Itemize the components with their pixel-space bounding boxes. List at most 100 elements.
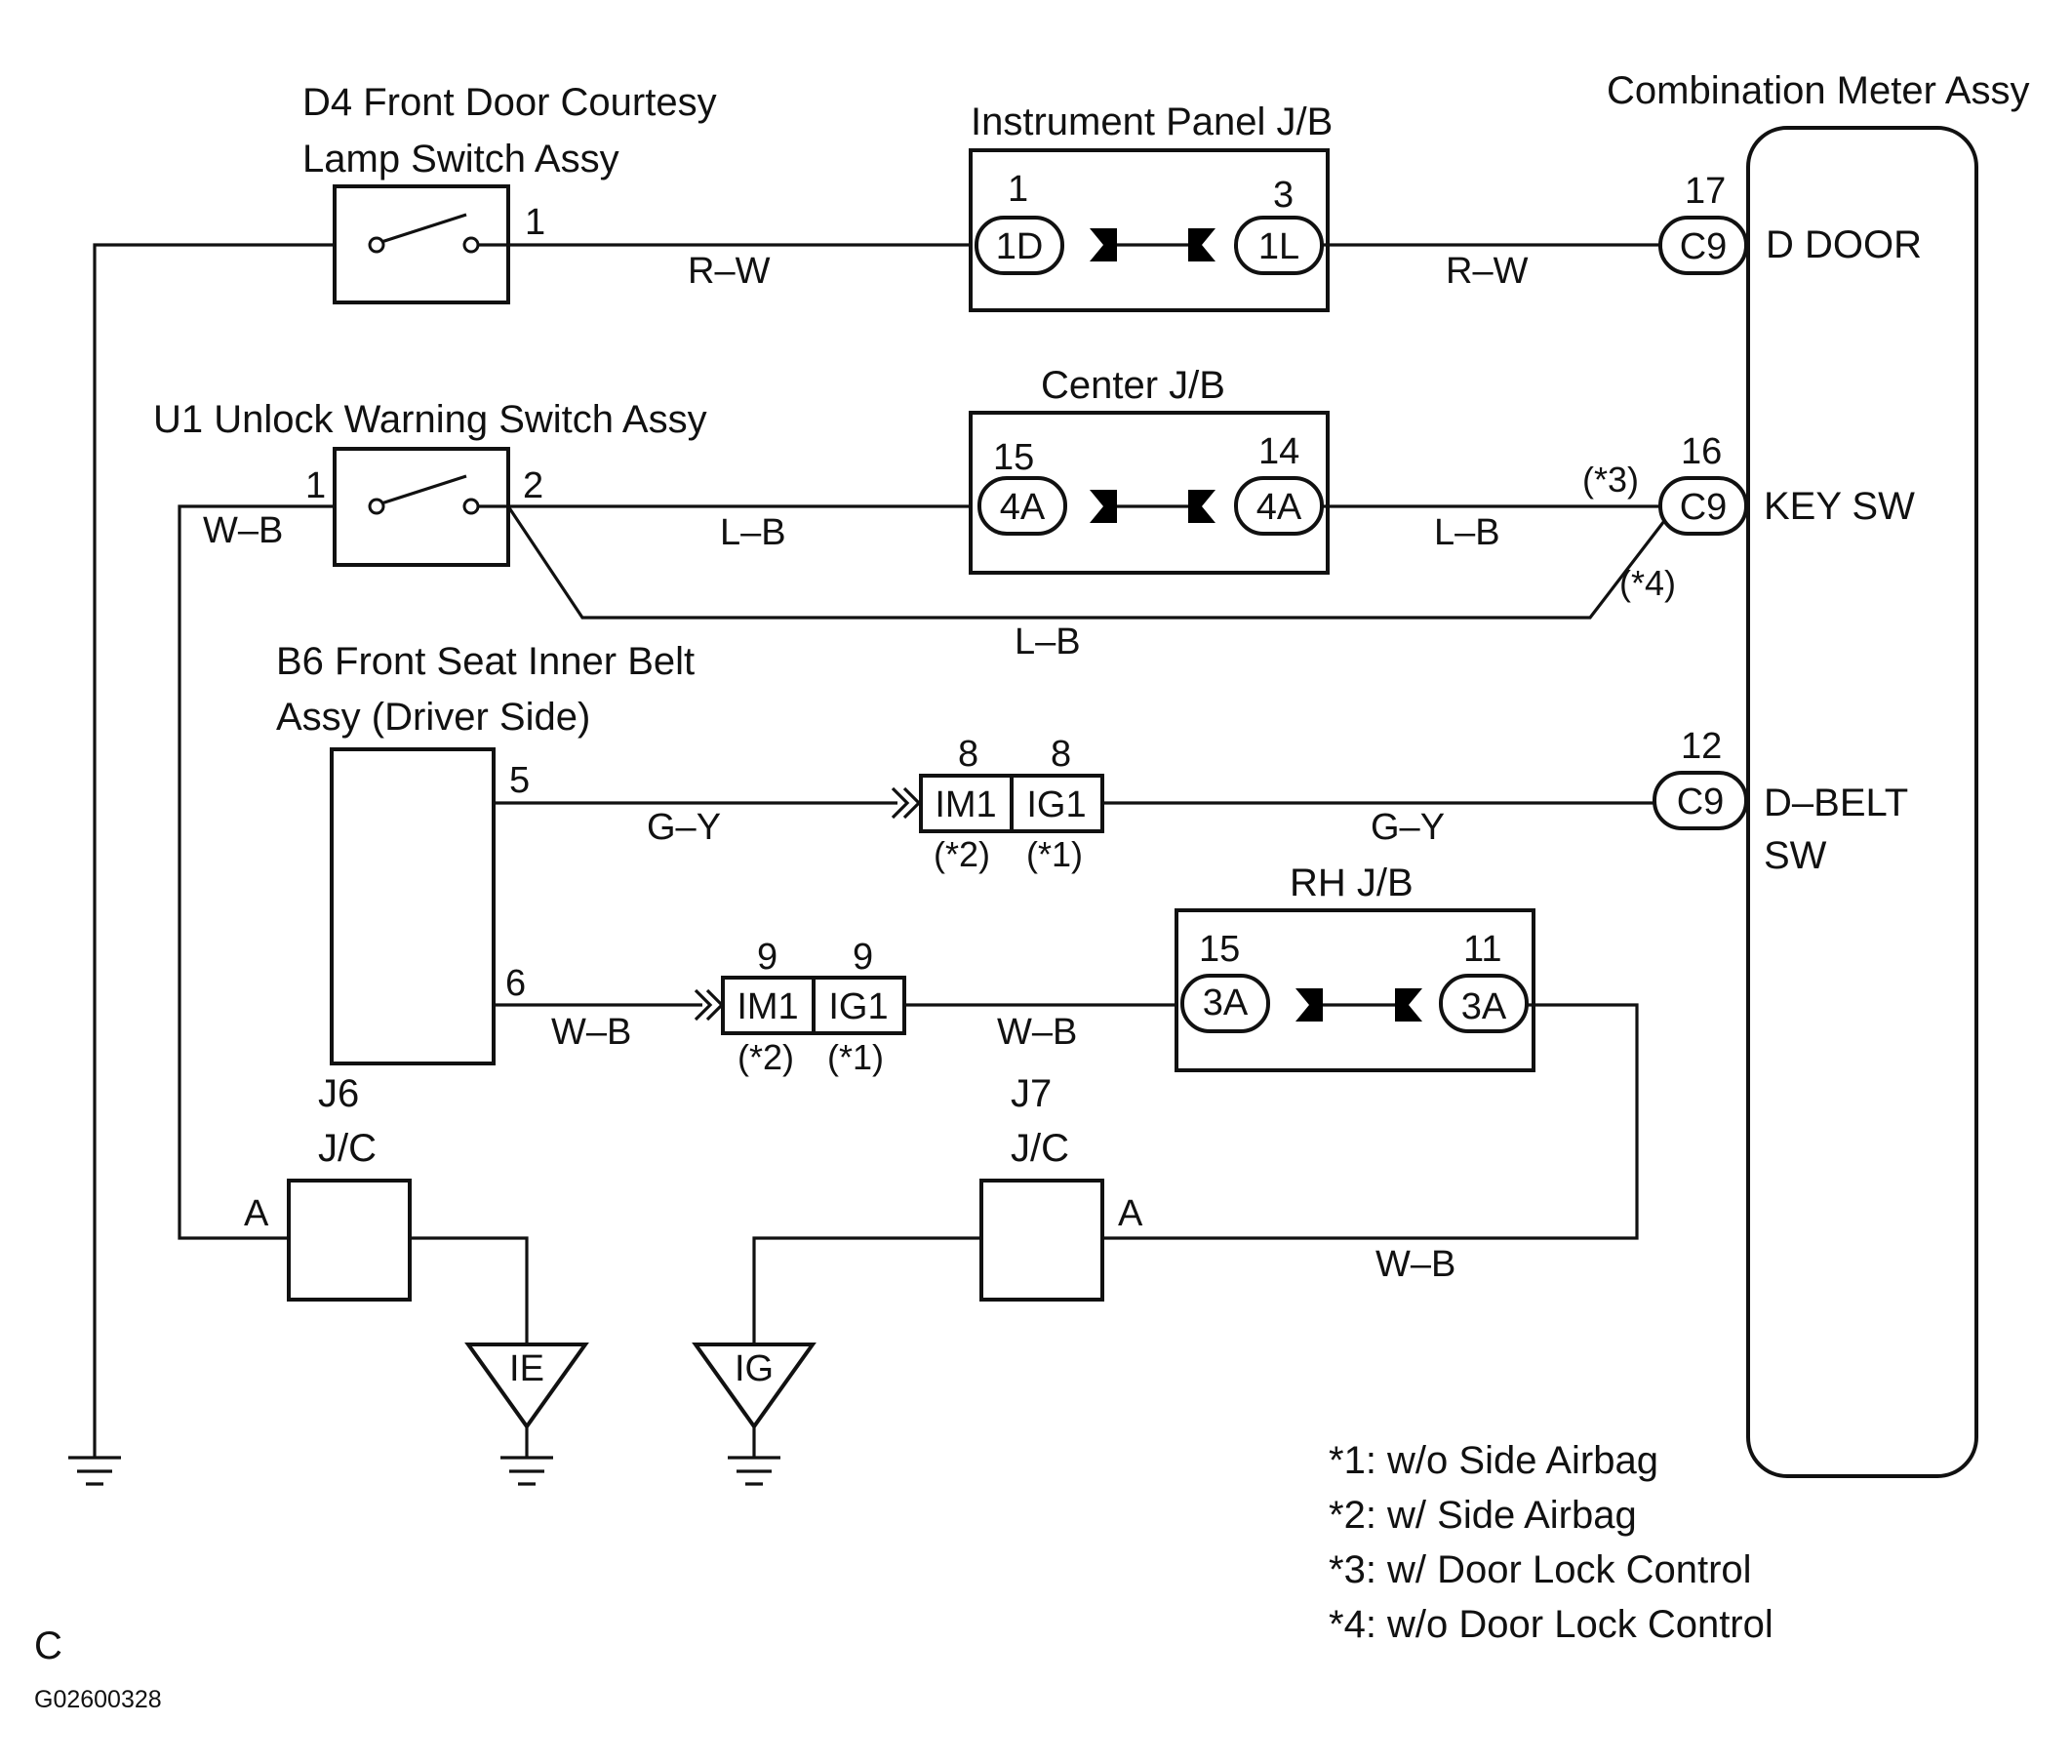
ip-jb-right-pin: 3: [1273, 175, 1294, 216]
switch-blade-icon: [380, 474, 467, 505]
connector-3a-label: 3A: [1461, 986, 1507, 1027]
connector-c9-d-belt: [1653, 771, 1748, 830]
b6-title-line1: B6 Front Seat Inner Belt: [276, 640, 695, 683]
footnote-1: *1: w/o Side Airbag: [1329, 1439, 1658, 1482]
inline-g-note-right: (*1): [1026, 834, 1083, 874]
wire-label-wb-mid: W–B: [997, 1012, 1077, 1053]
ground-icon: [500, 1456, 553, 1486]
u1-title: U1 Unlock Warning Switch Assy: [153, 398, 707, 441]
footnote-2: *2: w/ Side Airbag: [1329, 1494, 1637, 1537]
wire-label-gy-left: G–Y: [647, 807, 721, 848]
wire-label-gy-right: G–Y: [1371, 807, 1445, 848]
inline-w-note-left: (*2): [737, 1037, 794, 1077]
wire-label-wb-u1: W–B: [203, 510, 283, 551]
footnotes: *1: w/o Side Airbag *2: w/ Side Airbag *…: [1329, 1439, 1773, 1646]
rh-jb-right-pin: 11: [1463, 929, 1501, 970]
meter-d-belt-label-2: SW: [1764, 834, 1827, 877]
wire-label-lb-left: L–B: [720, 512, 786, 553]
rh-jb: RH J/B 15 11 3A 3A: [1175, 862, 1535, 1072]
meter-d-door-label: D DOOR: [1766, 223, 1922, 266]
figure-id: G02600328: [34, 1686, 162, 1713]
inline-g-pin-left: 8: [958, 734, 978, 775]
j6-junction-connector: J6 J/C A: [244, 1072, 412, 1302]
meter-d-belt-label: D–BELT: [1764, 782, 1908, 824]
variant-mark-3: (*3): [1582, 460, 1639, 500]
j7-pin-a: A: [1118, 1193, 1143, 1234]
j7-junction-connector: J7 J/C A: [979, 1072, 1143, 1302]
b6-pin-5: 5: [509, 760, 530, 801]
connector-4a-label: 4A: [1000, 487, 1046, 528]
ip-jb-title: Instrument Panel J/B: [971, 100, 1333, 143]
inline-g-left-label: IM1: [935, 784, 996, 825]
footnote-3: *3: w/ Door Lock Control: [1329, 1548, 1752, 1591]
inline-g-pin-right: 8: [1051, 734, 1071, 775]
meter-key-sw-label: KEY SW: [1764, 485, 1915, 528]
j7-name: J7: [1011, 1072, 1052, 1115]
ground-ie-label: IE: [509, 1348, 544, 1389]
switch-blade-icon: [380, 213, 467, 244]
corner-letter: C: [34, 1624, 62, 1667]
center-jb-left-pin: 15: [993, 437, 1034, 478]
connector-3a-label: 3A: [1203, 982, 1249, 1023]
ground-point-ie: IE: [464, 1343, 589, 1486]
connector-c9-label: C9: [1680, 226, 1728, 267]
meter-pin-17: 17: [1685, 171, 1726, 212]
j6-name: J6: [318, 1072, 359, 1115]
inline-g-note-left: (*2): [934, 834, 990, 874]
b6-pin-6: 6: [505, 963, 526, 1004]
wire-label-wb-b6: W–B: [551, 1012, 631, 1053]
wire-j6-ground: [410, 1236, 529, 1344]
inline-w-note-right: (*1): [827, 1037, 884, 1077]
inline-w-pin-right: 9: [853, 937, 873, 978]
b6-seat-belt-assy: B6 Front Seat Inner Belt Assy (Driver Si…: [276, 640, 695, 1065]
ip-jb-left-pin: 1: [1008, 169, 1028, 210]
wire-label-wb-bottom: W–B: [1375, 1244, 1455, 1285]
connector-1d-label: 1D: [996, 226, 1044, 267]
variant-mark-4: (*4): [1619, 563, 1676, 603]
instrument-panel-jb: Instrument Panel J/B 1 3 1D 1L: [969, 100, 1333, 312]
rh-jb-title: RH J/B: [1290, 862, 1414, 904]
inline-g-right-label: IG1: [1026, 784, 1086, 825]
switch-contact-icon: [368, 236, 385, 254]
wire-label-rw-right: R–W: [1446, 251, 1529, 292]
inline-w-left-label: IM1: [737, 986, 798, 1027]
connector-1l-label: 1L: [1258, 226, 1299, 267]
inline-connector-gy: 8 8 IM1 IG1 (*2) (*1): [891, 734, 1104, 874]
ground-ig-label: IG: [735, 1348, 774, 1389]
ground-point-ig: IG: [692, 1343, 817, 1486]
center-jb: Center J/B 15 14 4A 4A: [969, 364, 1330, 575]
wire-label-lb-bottom: L–B: [1015, 621, 1081, 662]
j6-type: J/C: [318, 1127, 377, 1170]
meter-pin-16: 16: [1681, 431, 1722, 472]
j7-type: J/C: [1011, 1127, 1069, 1170]
u1-pin-2: 2: [523, 465, 543, 506]
wire-j7-ground: [752, 1236, 981, 1344]
u1-pin-1: 1: [305, 465, 326, 506]
connector-4a-left: [977, 476, 1067, 536]
ground-wire-d4: [93, 243, 335, 1458]
meter-body: [1746, 126, 1978, 1478]
d4-pin-1: 1: [525, 202, 545, 243]
meter-title: Combination Meter Assy: [1607, 69, 2030, 112]
connector-c9-d-door: [1658, 216, 1748, 275]
center-jb-right-pin: 14: [1258, 431, 1299, 472]
connector-c9-label: C9: [1677, 782, 1725, 822]
inline-connector-wb: 9 9 IM1 IG1 (*2) (*1): [694, 937, 906, 1077]
d4-title-line2: Lamp Switch Assy: [302, 138, 619, 180]
wire-wb-rh: [1102, 1003, 1639, 1240]
combination-meter: Combination Meter Assy 17 C9 D DOOR 16 C…: [1607, 69, 2030, 1478]
inline-w-right-label: IG1: [828, 986, 888, 1027]
center-jb-title: Center J/B: [1041, 364, 1225, 407]
switch-contact-icon: [462, 236, 480, 254]
switch-contact-icon: [368, 498, 385, 515]
d4-courtesy-switch: D4 Front Door Courtesy Lamp Switch Assy …: [302, 81, 717, 304]
wire-lb-bypass: [506, 505, 1666, 620]
meter-pin-12: 12: [1681, 726, 1722, 767]
inline-w-pin-left: 9: [757, 937, 777, 978]
wire-label-lb-right: L–B: [1434, 512, 1500, 553]
d4-title-line1: D4 Front Door Courtesy: [302, 81, 717, 124]
wire-wb-u1: [178, 504, 335, 1240]
switch-contact-icon: [462, 498, 480, 515]
j6-pin-a: A: [244, 1193, 269, 1234]
